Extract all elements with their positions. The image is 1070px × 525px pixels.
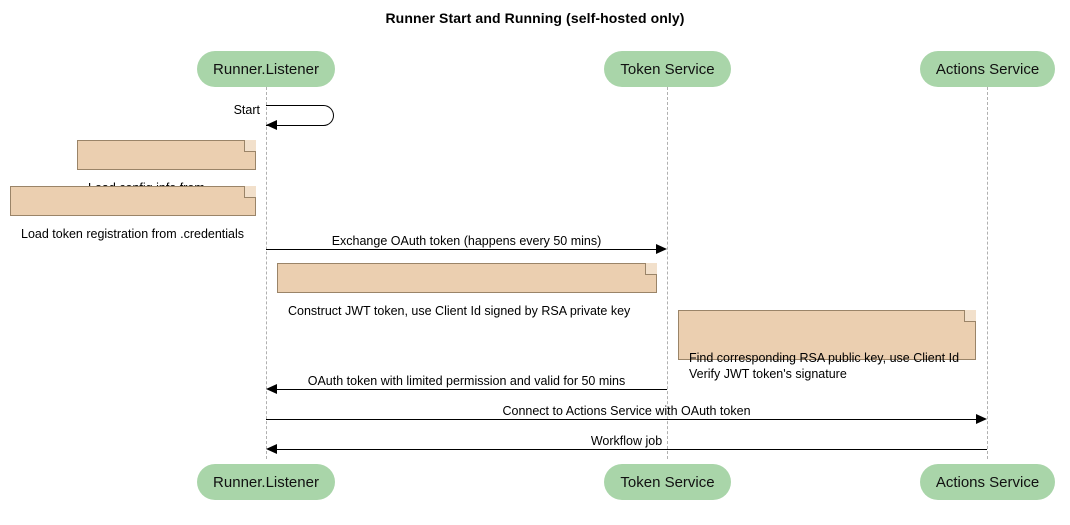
message-connect-actions-label: Connect to Actions Service with OAuth to… <box>502 404 751 418</box>
participant-label: Actions Service <box>935 60 1040 78</box>
participant-label: Token Service <box>620 473 715 491</box>
note-fold-corner-icon <box>964 310 976 322</box>
self-message-start-loop <box>266 105 334 126</box>
participant-runner-bottom[interactable]: Runner.Listener <box>197 464 335 500</box>
note-fold-corner-icon <box>645 263 657 275</box>
participant-token-top[interactable]: Token Service <box>604 51 731 87</box>
message-oauth-return-label: OAuth token with limited permission and … <box>307 374 626 388</box>
message-workflow-job-arrowhead <box>266 444 277 454</box>
note-load-config: Load config info from .runner <box>77 140 256 211</box>
lifeline-actions <box>987 87 988 459</box>
note-load-token-registration: Load token registration from .credential… <box>10 186 256 241</box>
self-message-start-label: Start <box>233 103 260 117</box>
message-exchange-oauth-line <box>266 249 662 250</box>
participant-label: Actions Service <box>935 473 1040 491</box>
self-message-start-arrowhead <box>266 120 277 130</box>
participant-actions-bottom[interactable]: Actions Service <box>920 464 1055 500</box>
message-exchange-oauth-label: Exchange OAuth token (happens every 50 m… <box>331 234 602 248</box>
participant-label: Runner.Listener <box>213 473 319 491</box>
note-text: Find corresponding RSA public key, use C… <box>689 351 960 381</box>
message-exchange-oauth-arrowhead <box>656 244 667 254</box>
participant-label: Runner.Listener <box>213 60 319 78</box>
message-oauth-return-line <box>271 389 667 390</box>
note-text: Construct JWT token, use Client Id signe… <box>288 304 631 318</box>
note-fold-corner-icon <box>244 186 256 198</box>
message-workflow-job-line <box>271 449 987 450</box>
page-title: Runner Start and Running (self-hosted on… <box>385 10 685 26</box>
participant-token-bottom[interactable]: Token Service <box>604 464 731 500</box>
participant-runner-top[interactable]: Runner.Listener <box>197 51 335 87</box>
note-fold-corner-icon <box>244 140 256 152</box>
participant-label: Token Service <box>620 60 715 78</box>
note-verify-jwt: Find corresponding RSA public key, use C… <box>678 310 976 381</box>
note-text: Load token registration from .credential… <box>21 227 245 241</box>
message-oauth-return-arrowhead <box>266 384 277 394</box>
message-connect-actions-arrowhead <box>976 414 987 424</box>
lifeline-runner <box>266 87 267 459</box>
note-construct-jwt: Construct JWT token, use Client Id signe… <box>277 263 657 318</box>
message-connect-actions-line <box>266 419 982 420</box>
participant-actions-top[interactable]: Actions Service <box>920 51 1055 87</box>
message-workflow-job-label: Workflow job <box>590 434 663 448</box>
lifeline-token <box>667 87 668 459</box>
